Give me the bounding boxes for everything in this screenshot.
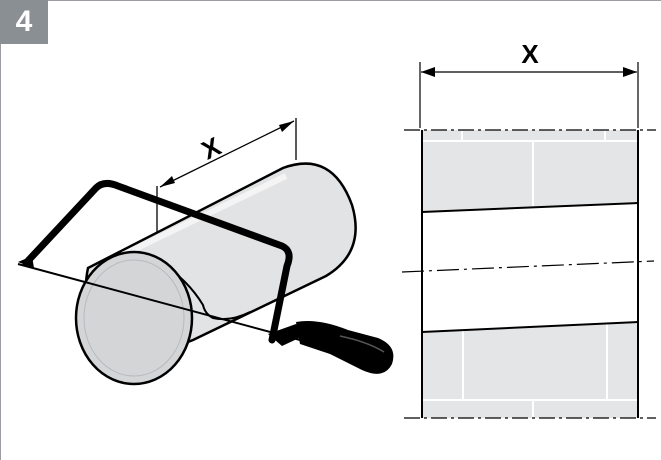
wall-section-figure: [401, 62, 656, 419]
hacksaw-icon: [17, 179, 394, 374]
upper-brick-joints: [422, 131, 638, 206]
lower-brick-joints: [422, 324, 638, 418]
right-dimension-label: X: [521, 39, 539, 69]
right-dimension-line: [419, 62, 639, 128]
pipe-center-axis: [401, 260, 655, 273]
wall-edge-lines: [404, 129, 656, 419]
step-number-badge: 4: [0, 0, 48, 44]
step-number: 4: [15, 5, 33, 38]
left-dimension-label: X: [197, 131, 226, 166]
pipe-cutting-figure: [17, 118, 394, 386]
pipe-icon: [74, 162, 357, 386]
